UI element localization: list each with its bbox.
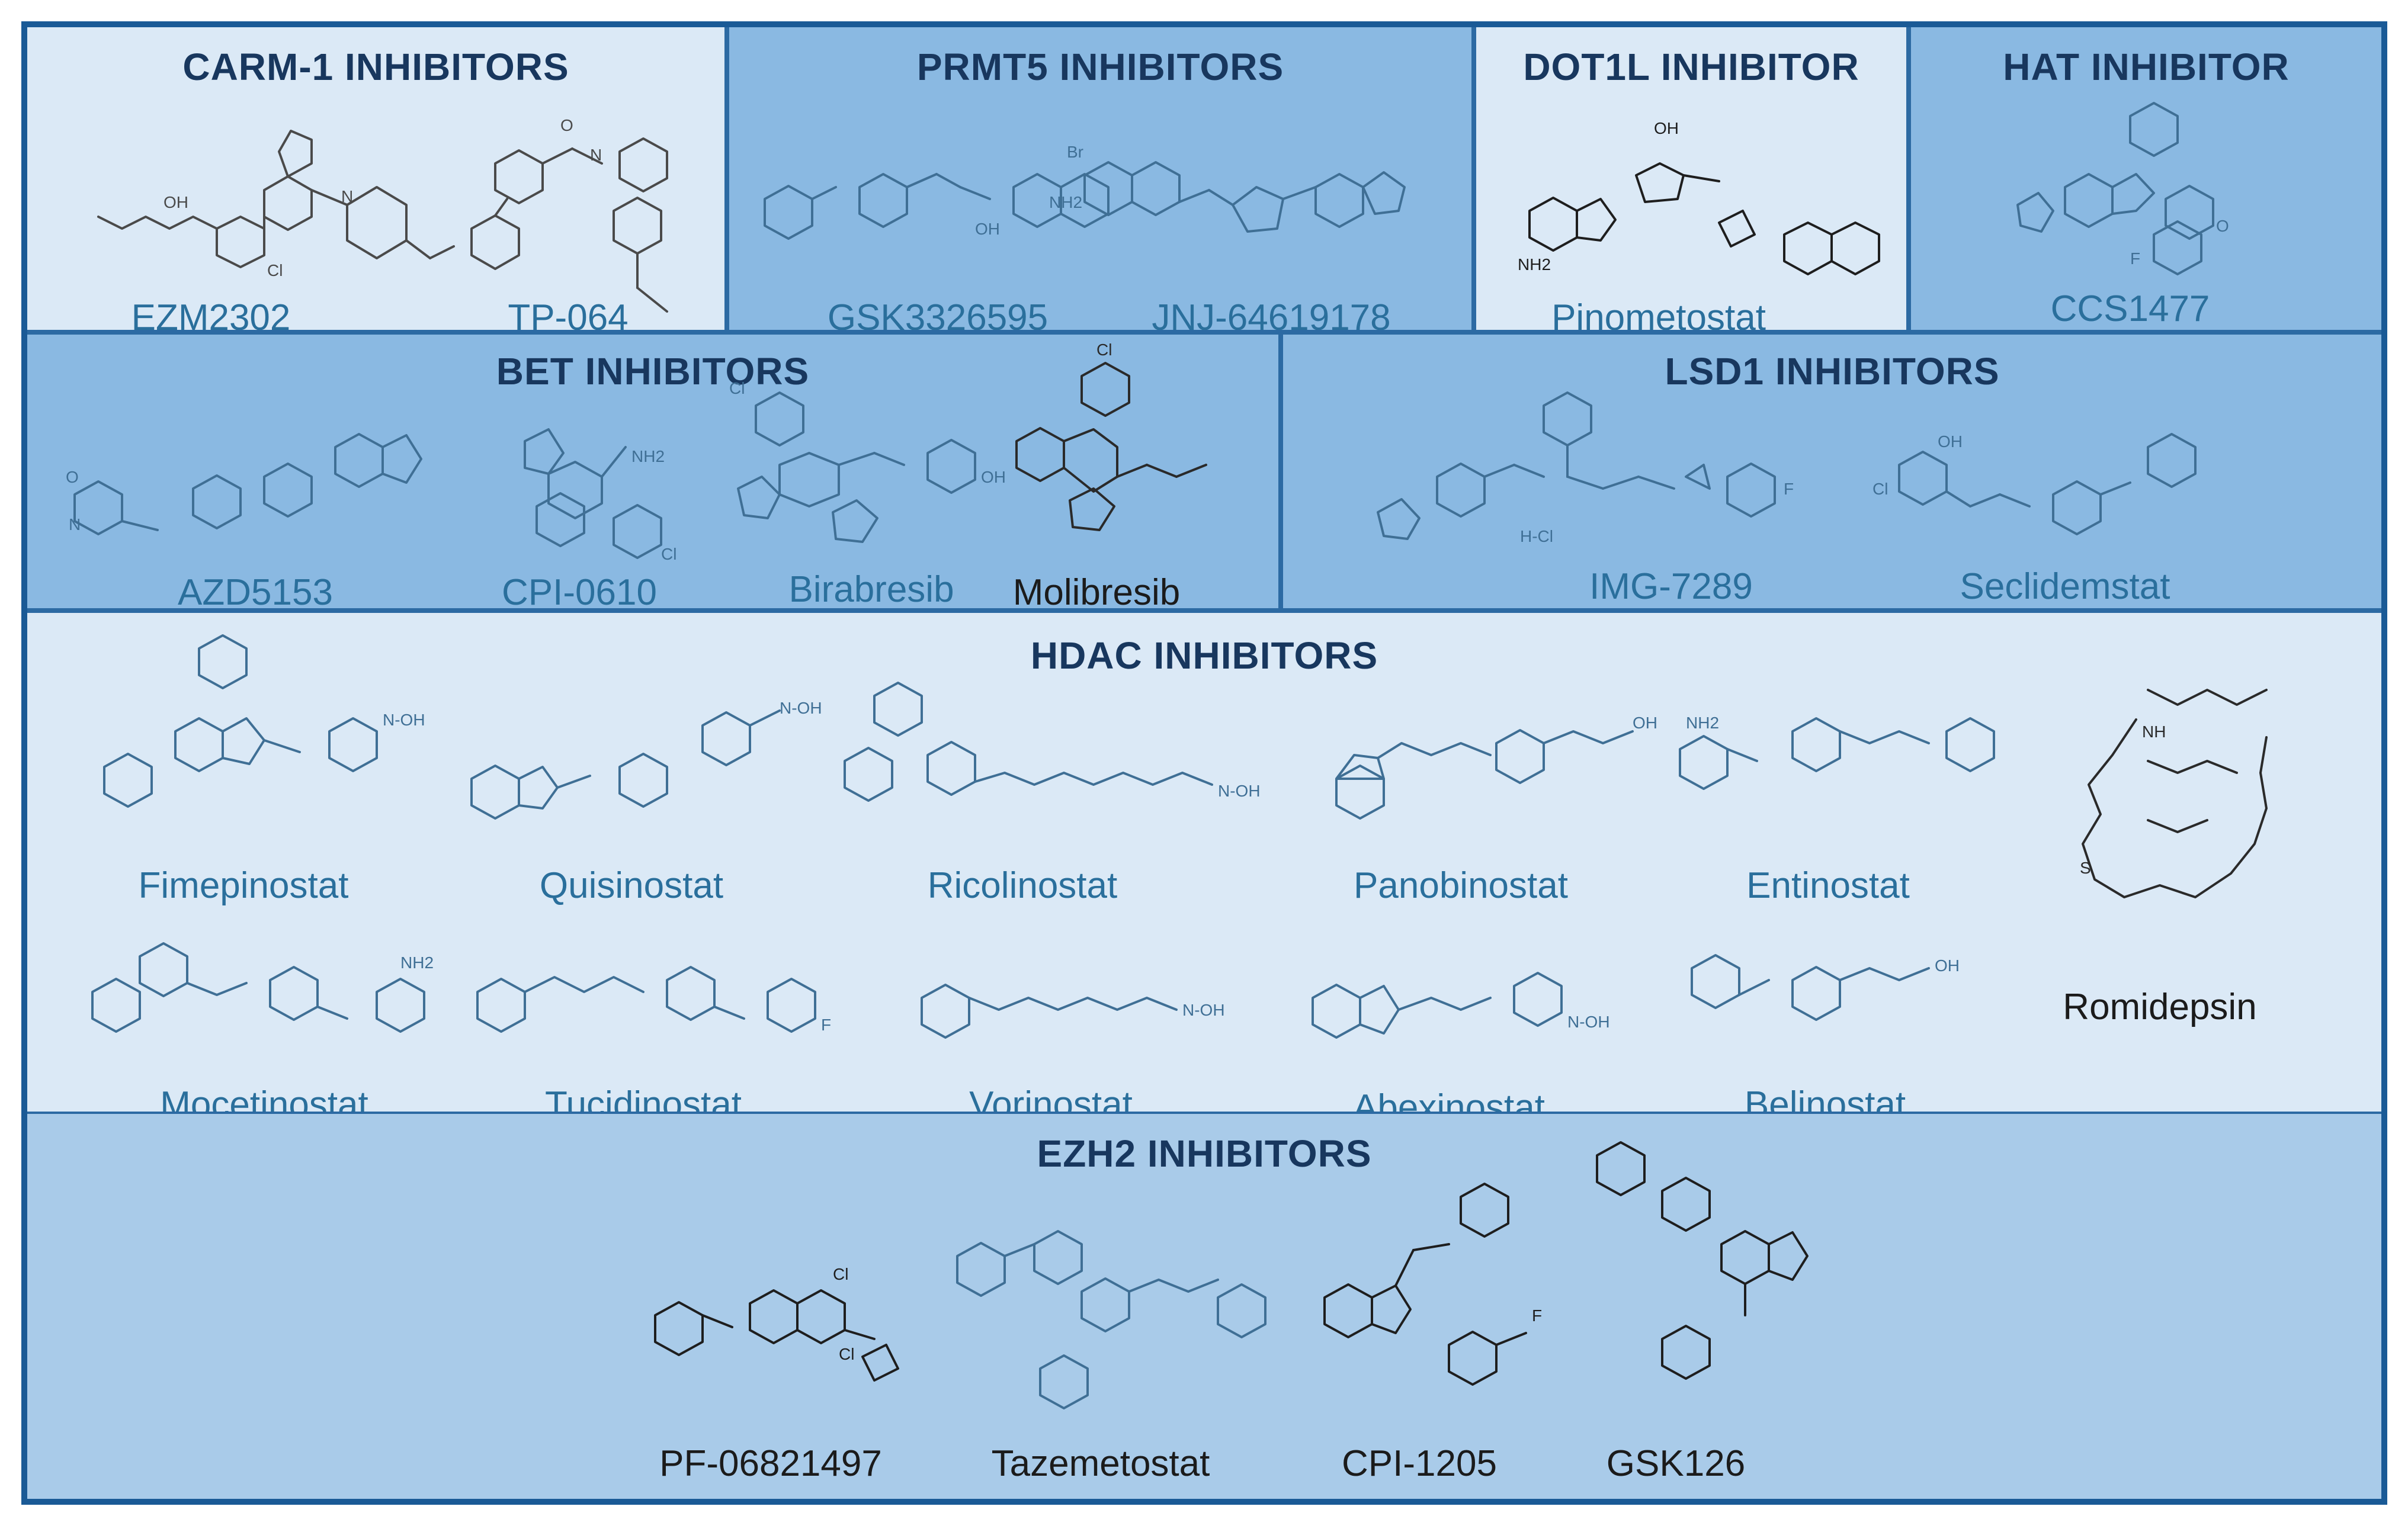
structure-pf06821497: Cl Cl xyxy=(654,1265,899,1382)
compound-name-ricolinostat: Ricolinostat xyxy=(927,865,1118,906)
compound-name-cpi0610: CPI-0610 xyxy=(502,572,657,611)
atom-nh2: NH2 xyxy=(400,953,434,972)
figure-frame: CARM-1 INHIBITORS OH Cl N EZM23 xyxy=(21,21,2387,1505)
atom-nh2: NH2 xyxy=(1518,255,1551,274)
compound-name-pinometostat: Pinometostat xyxy=(1551,297,1766,332)
atom-nhoh: N-OH xyxy=(383,711,425,729)
atom-nhoh: N-OH xyxy=(1218,782,1261,800)
compound-name-seclidemstat: Seclidemstat xyxy=(1960,566,2170,607)
compound-name-cpi1205: CPI-1205 xyxy=(1342,1443,1497,1484)
atom-cl: Cl xyxy=(1872,480,1888,498)
panel-title: EZH2 INHIBITORS xyxy=(1037,1132,1372,1175)
atom-oh: OH xyxy=(981,468,1006,486)
atom-nhoh: N-OH xyxy=(1182,1001,1225,1019)
atom-f: F xyxy=(821,1016,831,1034)
atom-cl: Cl xyxy=(1096,341,1112,359)
atom-oh: OH xyxy=(1938,432,1963,451)
atom-nh2: NH2 xyxy=(631,447,665,465)
structure-seclidemstat: OH Cl xyxy=(1872,432,2197,535)
atom-hcl: H-Cl xyxy=(1520,527,1553,545)
atom-nhoh: N-OH xyxy=(1567,1013,1610,1031)
compound-name-tazemetostat: Tazemetostat xyxy=(991,1443,1210,1484)
panel-ezh2: EZH2 INHIBITORS Cl Cl PF-06821497 xyxy=(27,1114,2381,1499)
compound-name-vorinostat: Vorinostat xyxy=(969,1084,1133,1114)
atom-cl: Cl xyxy=(839,1345,854,1363)
compound-name-azd5153: AZD5153 xyxy=(178,572,333,611)
panel-lsd1: LSD1 INHIBITORS H-Cl F xyxy=(1281,332,2381,611)
atom-n: N xyxy=(341,187,353,205)
compound-name-gsk3326595: GSK3326595 xyxy=(827,297,1049,332)
panel-carm1: CARM-1 INHIBITORS OH Cl N EZM23 xyxy=(27,27,727,332)
atom-f: F xyxy=(1532,1306,1542,1325)
compound-name-tucidinostat: Tucidinostat xyxy=(545,1084,742,1114)
atom-nh2: NH2 xyxy=(1686,714,1719,732)
atom-oh: OH xyxy=(163,193,188,211)
atom-o: O xyxy=(2216,217,2229,235)
compound-name-tp064: TP-064 xyxy=(508,297,629,332)
compound-name-entinostat: Entinostat xyxy=(1746,865,1910,906)
panel-title: DOT1L INHIBITOR xyxy=(1523,46,1859,88)
panel-title: PRMT5 INHIBITORS xyxy=(916,46,1284,88)
panel-title: HDAC INHIBITORS xyxy=(1030,634,1378,677)
atom-n: N xyxy=(590,146,602,164)
compound-name-ezm2302: EZM2302 xyxy=(131,297,291,332)
atom-oh: OH xyxy=(1654,119,1679,137)
structure-jnj64619178: Br NH2 xyxy=(1049,143,1406,233)
compound-name-birabresib: Birabresib xyxy=(788,569,954,610)
compound-name-mocetinostat: Mocetinostat xyxy=(160,1084,368,1114)
structure-cpi0610: NH2 Cl xyxy=(524,428,676,563)
atom-f: F xyxy=(2130,249,2140,268)
atom-cl: Cl xyxy=(267,261,283,280)
panel-title: CARM-1 INHIBITORS xyxy=(182,46,569,88)
atom-f: F xyxy=(1784,480,1794,498)
compound-name-img7289: IMG-7289 xyxy=(1589,566,1753,607)
compound-name-fimepinostat: Fimepinostat xyxy=(138,865,349,906)
structure-ccs1477: F O xyxy=(2016,102,2229,275)
atom-nh2: NH2 xyxy=(1049,193,1082,211)
panel-title: BET INHIBITORS xyxy=(496,350,810,393)
panel-hat: HAT INHIBITOR F O CCS1477 xyxy=(1909,27,2381,332)
compound-name-gsk126: GSK126 xyxy=(1606,1443,1746,1484)
panel-title: HAT INHIBITOR xyxy=(2003,46,2290,88)
atom-oh: OH xyxy=(1935,956,1960,975)
compound-name-romidepsin: Romidepsin xyxy=(2063,987,2257,1027)
panel-title: LSD1 INHIBITORS xyxy=(1665,350,2000,393)
atom-s: S xyxy=(2080,859,2091,877)
compound-name-jnj64619178: JNJ-64619178 xyxy=(1152,297,1391,332)
atom-nh: NH xyxy=(2142,722,2166,741)
atom-o: O xyxy=(560,116,573,134)
atom-o: O xyxy=(66,468,79,486)
compound-name-quisinostat: Quisinostat xyxy=(539,865,724,906)
structure-tazemetostat xyxy=(956,1230,1266,1409)
panel-hdac: HDAC INHIBITORS N-OH Fimepinostat xyxy=(27,611,2381,1114)
compound-name-belinostat: Belinostat xyxy=(1744,1084,1906,1114)
atom-oh: OH xyxy=(975,220,1000,238)
atom-cl: Cl xyxy=(729,379,745,397)
atom-cl: Cl xyxy=(833,1265,848,1283)
compound-name-ccs1477: CCS1477 xyxy=(2050,288,2210,329)
panel-prmt5: PRMT5 INHIBITORS OH GSK3326595 xyxy=(727,27,1474,332)
panel-dot1l: DOT1L INHIBITOR OH NH2 Pinometostat xyxy=(1474,27,1909,332)
compound-name-abexinostat: Abexinostat xyxy=(1353,1087,1545,1114)
structure-azd5153: O N xyxy=(66,433,422,535)
atom-n: N xyxy=(69,515,81,534)
compound-name-pf06821497: PF-06821497 xyxy=(659,1443,882,1484)
atom-nhoh: N-OH xyxy=(780,699,822,717)
panel-bet: BET INHIBITORS O N AZD5153 xyxy=(27,332,1281,611)
atom-oh: OH xyxy=(1633,714,1657,732)
structure-cpi1205: F xyxy=(1323,1183,1542,1386)
compound-name-molibresib: Molibresib xyxy=(1012,572,1181,611)
atom-br: Br xyxy=(1067,143,1083,161)
atom-cl: Cl xyxy=(661,545,676,563)
compound-name-panobinostat: Panobinostat xyxy=(1354,865,1568,906)
